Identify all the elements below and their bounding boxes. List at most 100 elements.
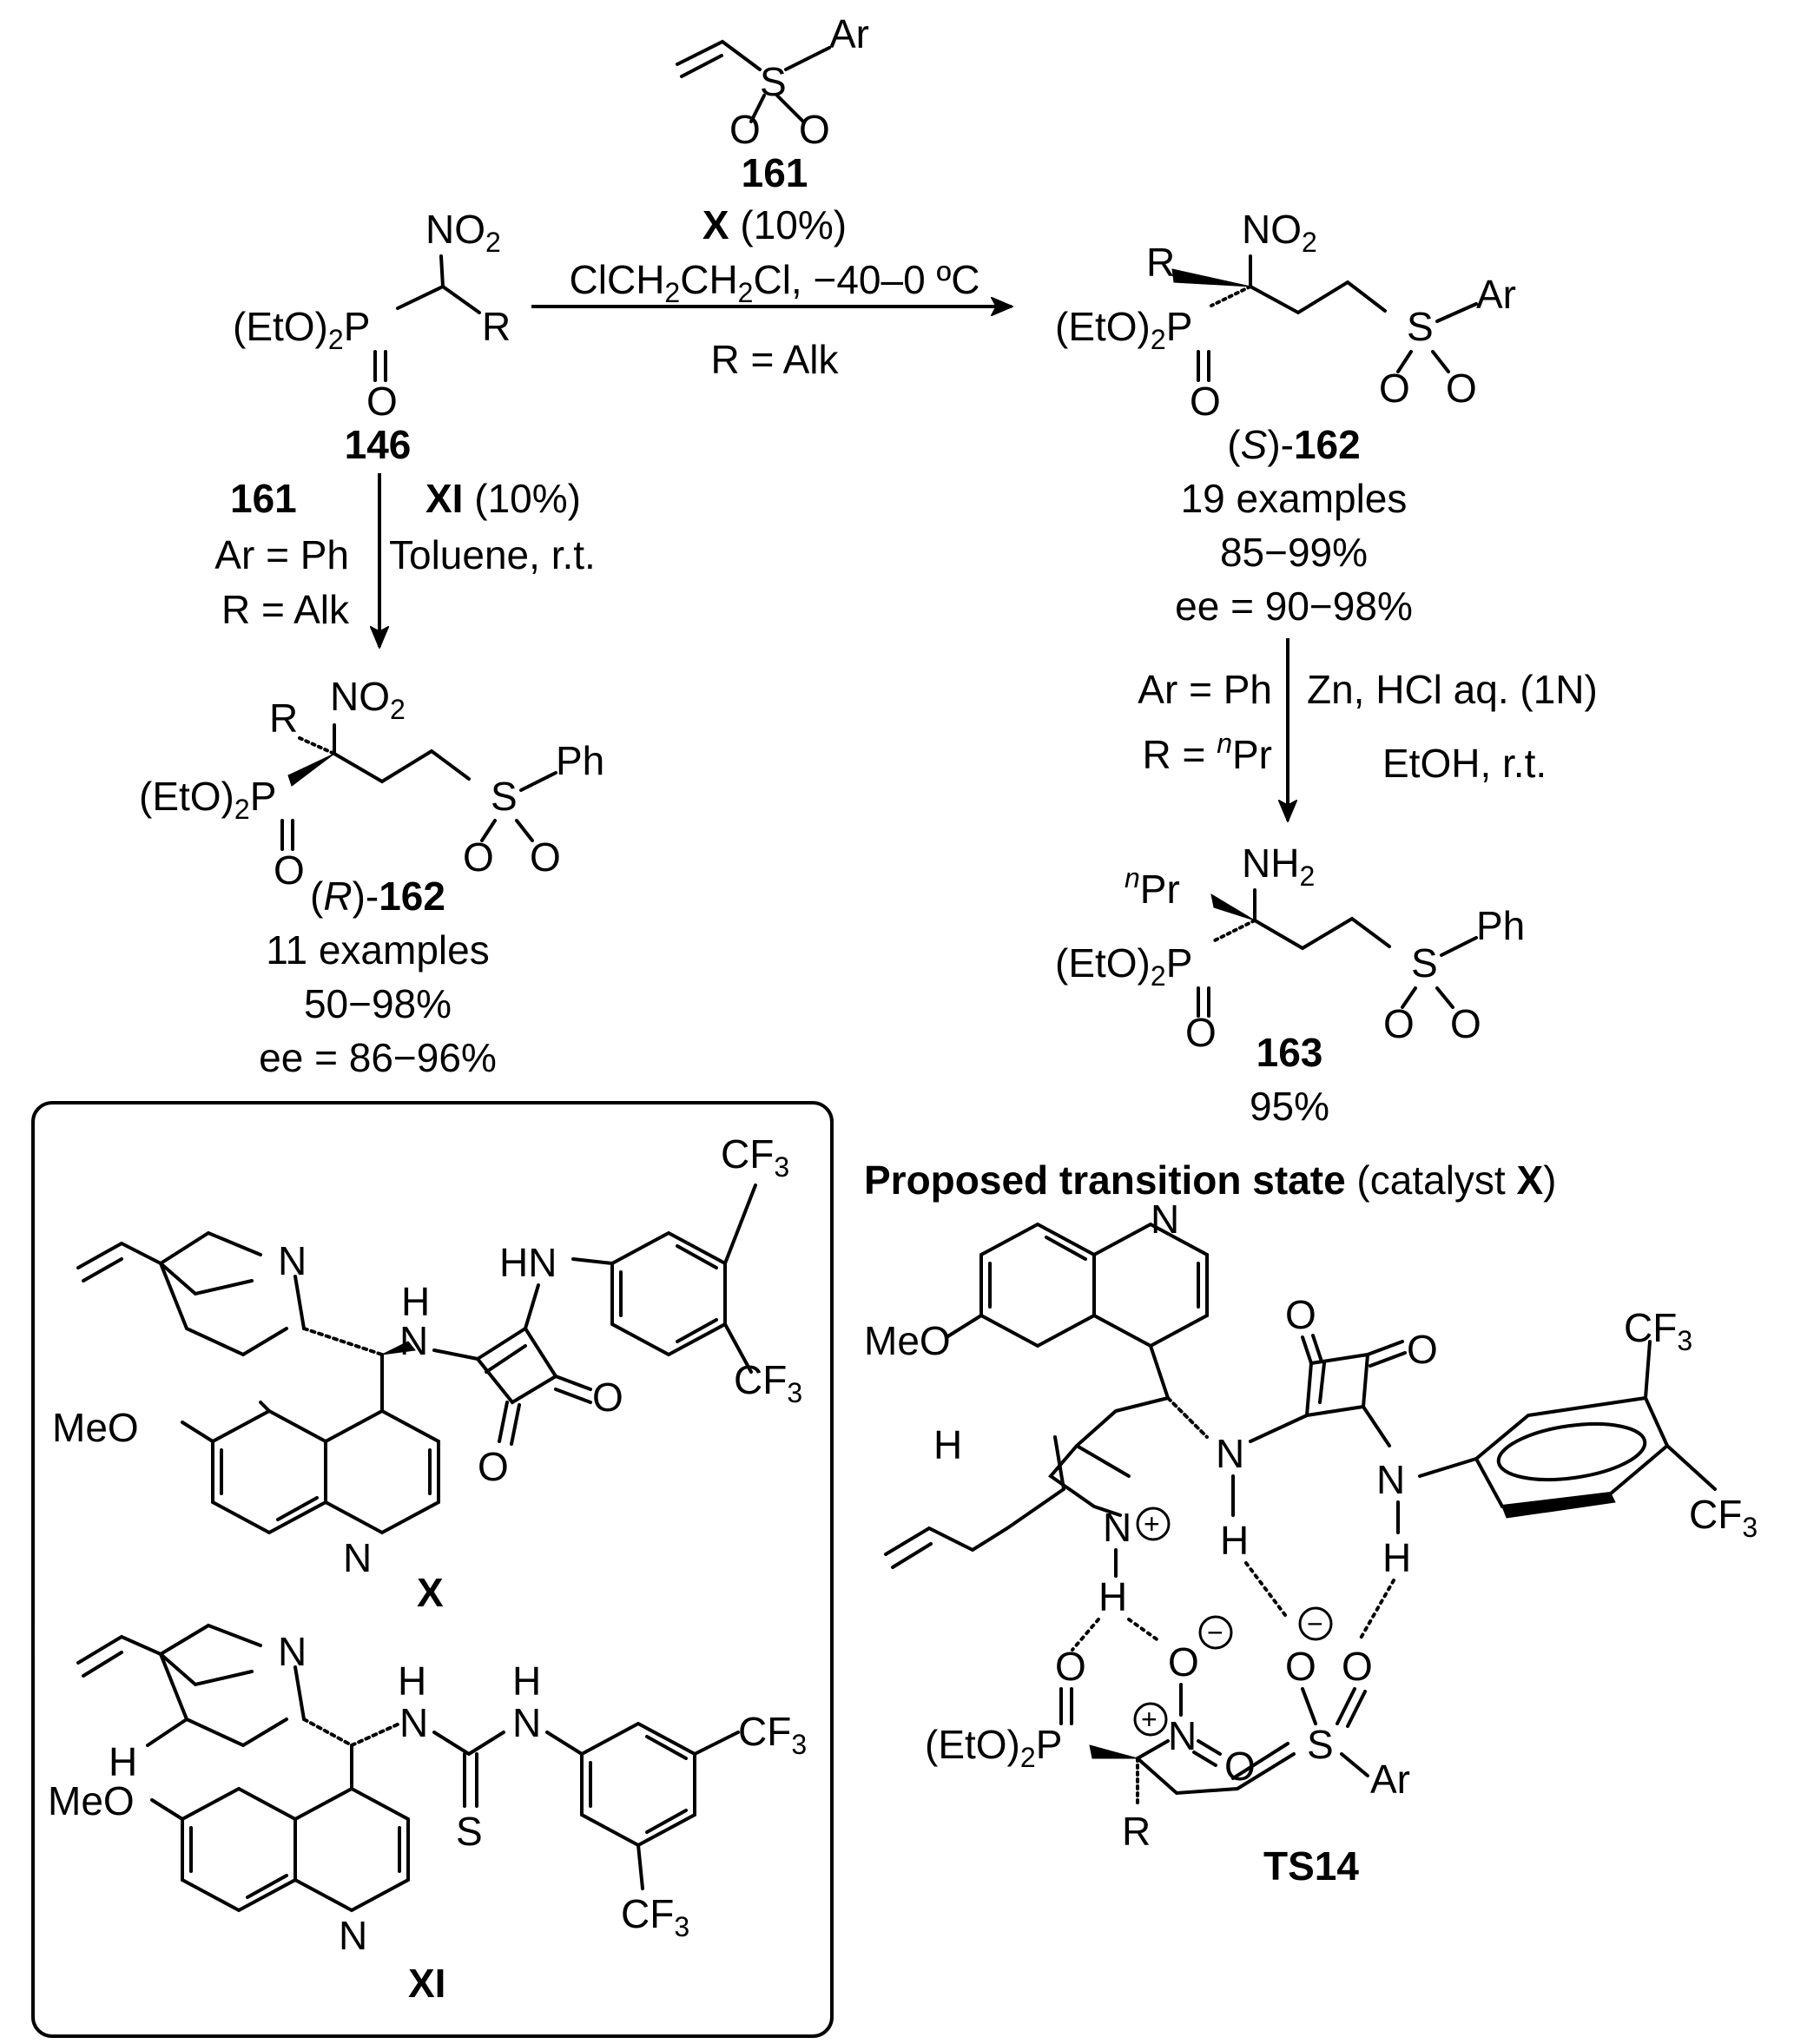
carbonyl-oxygen: O [1407,1327,1438,1372]
phosphoryl-oxygen: O [1190,379,1221,424]
aryl-condition: Ar = Ph [214,532,349,577]
reagent-label: 161 [230,476,297,521]
phosphonate-group: (EtO)2P [139,774,276,825]
sulfonyl-oxygen: O [1285,1644,1316,1689]
transition-state-ts14: Proposed transition state (catalyst X) M… [864,1157,1758,1889]
sulfonyl-oxygen: O [729,107,761,152]
sulfonyl-oxygen: O [1450,1001,1481,1046]
yield-value: 95% [1250,1084,1329,1129]
r-group: R [1146,240,1175,285]
sulfonyl-oxygen: O [1446,366,1477,411]
phosphonate-group: (EtO)2P [925,1722,1062,1773]
compound-label: 163 [1256,1030,1323,1075]
r-group: R [269,696,298,741]
carbonyl-oxygen: O [592,1375,623,1420]
phosphonate-group: (EtO)2P [233,304,370,355]
positive-charge: + [1141,1704,1158,1735]
ts-label: TS14 [1263,1843,1359,1889]
r-group-condition: R = Alk [710,337,839,382]
aniline-nitrogen: N [1376,1457,1405,1502]
catalyst-xi: H N H N S H N CF3 CF3 MeO N XI [48,1623,807,2006]
compound-146: NO2 (EtO)2P R O 146 [233,207,511,467]
compound-label: 161 [742,150,808,195]
sulfur-atom: S [1407,304,1434,349]
aryl-group: Ph [1476,903,1525,948]
examples-count: 19 examples [1181,476,1408,521]
sulfonyl-oxygen: O [463,834,494,880]
left-reaction-arrow: 161 Ar = Ph R = Alk XI (10%) Toluene, r.… [214,473,596,647]
r-group: R [1122,1809,1151,1854]
amide-hydrogen: H [1220,1518,1249,1563]
aniline-hydrogen: H [1382,1535,1411,1580]
aryl-condition: Ar = Ph [1138,667,1272,712]
methoxy-group: MeO [864,1318,951,1363]
quinoline-nitrogen: N [343,1535,372,1580]
aryl-group: Ar [829,11,869,56]
aryl-group: Ar [1370,1757,1410,1802]
yield-range: 85−99% [1220,530,1368,575]
quinuclidine-nitrogen: N [278,1238,307,1283]
amide-hydrogen: H [401,1279,430,1324]
product-163: NH2 nPr (EtO)2P S Ph O O O 163 95% [1055,841,1525,1129]
ee-range: ee = 90−98% [1175,584,1413,629]
methoxy-group: MeO [52,1405,139,1450]
quinuclidine-nitrogen: N [278,1629,307,1674]
sulfonyl-oxygen: O [799,107,830,152]
carbonyl-oxygen: O [1285,1292,1316,1337]
ammonium-hydrogen: H [1098,1574,1127,1619]
trifluoromethyl: CF3 [734,1357,802,1408]
trifluoromethyl: CF3 [1624,1305,1692,1356]
amide-nitrogen: N [399,1318,428,1363]
phosphoryl-oxygen: O [366,379,398,424]
trifluoromethyl: CF3 [738,1709,807,1760]
right-reaction-arrow: Ar = Ph R = nPr Zn, HCl aq. (1N) EtOH, r… [1138,638,1598,821]
reagent-condition: Zn, HCl aq. (1N) [1307,667,1598,712]
nitro-group: NO2 [1242,207,1317,258]
r-group-condition: R = Alk [221,587,350,632]
positive-charge: + [1144,1508,1160,1540]
bridgehead-hydrogen: H [933,1422,962,1467]
catalyst-label: X [417,1570,444,1615]
solvent-condition: ClCH2CH2Cl, −40–0 ºC [570,257,980,308]
aryl-group: Ph [556,738,604,783]
product-s-162: NO2 R (EtO)2P S Ar O O O (S)-162 19 exam… [1055,207,1516,629]
phosphoryl-oxygen: O [1185,1010,1217,1055]
thiourea-nitrogen: N [512,1700,541,1745]
compound-label: (R)-162 [310,874,445,919]
thiocarbonyl-sulfur: S [456,1809,483,1854]
r-group: R [482,304,511,349]
reagent-161: S Ar O O 161 [676,11,869,195]
ts-heading: Proposed transition state (catalyst X) [864,1157,1557,1203]
thiourea-hydrogen: H [398,1658,426,1704]
solvent-condition: Toluene, r.t. [389,532,596,577]
catalyst-condition: X (10%) [702,202,847,247]
quinoline-nitrogen: N [339,1913,367,1958]
quinoline-nitrogen: N [1151,1197,1179,1242]
solvent-condition: EtOH, r.t. [1382,741,1547,786]
amide-nitrogen: N [1216,1431,1244,1476]
trifluoromethyl: CF3 [621,1891,689,1942]
sulfonyl-oxygen: O [530,834,561,880]
nitronate-nitrogen: N [1168,1713,1197,1758]
compound-label: 146 [345,422,412,467]
r-group-condition: R = nPr [1143,728,1272,777]
examples-count: 11 examples [266,927,489,973]
aryl-group: Ar [1476,272,1516,317]
nitronate-oxygen: O [1168,1639,1199,1685]
sulfonyl-oxygen: O [1379,366,1410,411]
compound-label: (S)-162 [1227,422,1360,467]
sulfur-atom: S [1307,1722,1334,1767]
trifluoromethyl: CF3 [1689,1492,1758,1543]
nitro-group: NO2 [330,674,406,725]
catalyst-condition: XI (10%) [425,476,581,521]
product-r-162: NO2 R (EtO)2P S Ph O O O (R)-162 11 exam… [139,674,604,1080]
sulfur-atom: S [491,774,518,819]
bridgehead-hydrogen: H [109,1739,137,1784]
thiourea-hydrogen: H [512,1658,541,1704]
sulfur-atom: S [760,59,787,104]
phosphonate-group: (EtO)2P [1055,304,1192,355]
propyl-group: nPr [1125,862,1180,912]
amine-group: NH2 [1242,841,1315,892]
trifluoromethyl: CF3 [721,1131,789,1183]
